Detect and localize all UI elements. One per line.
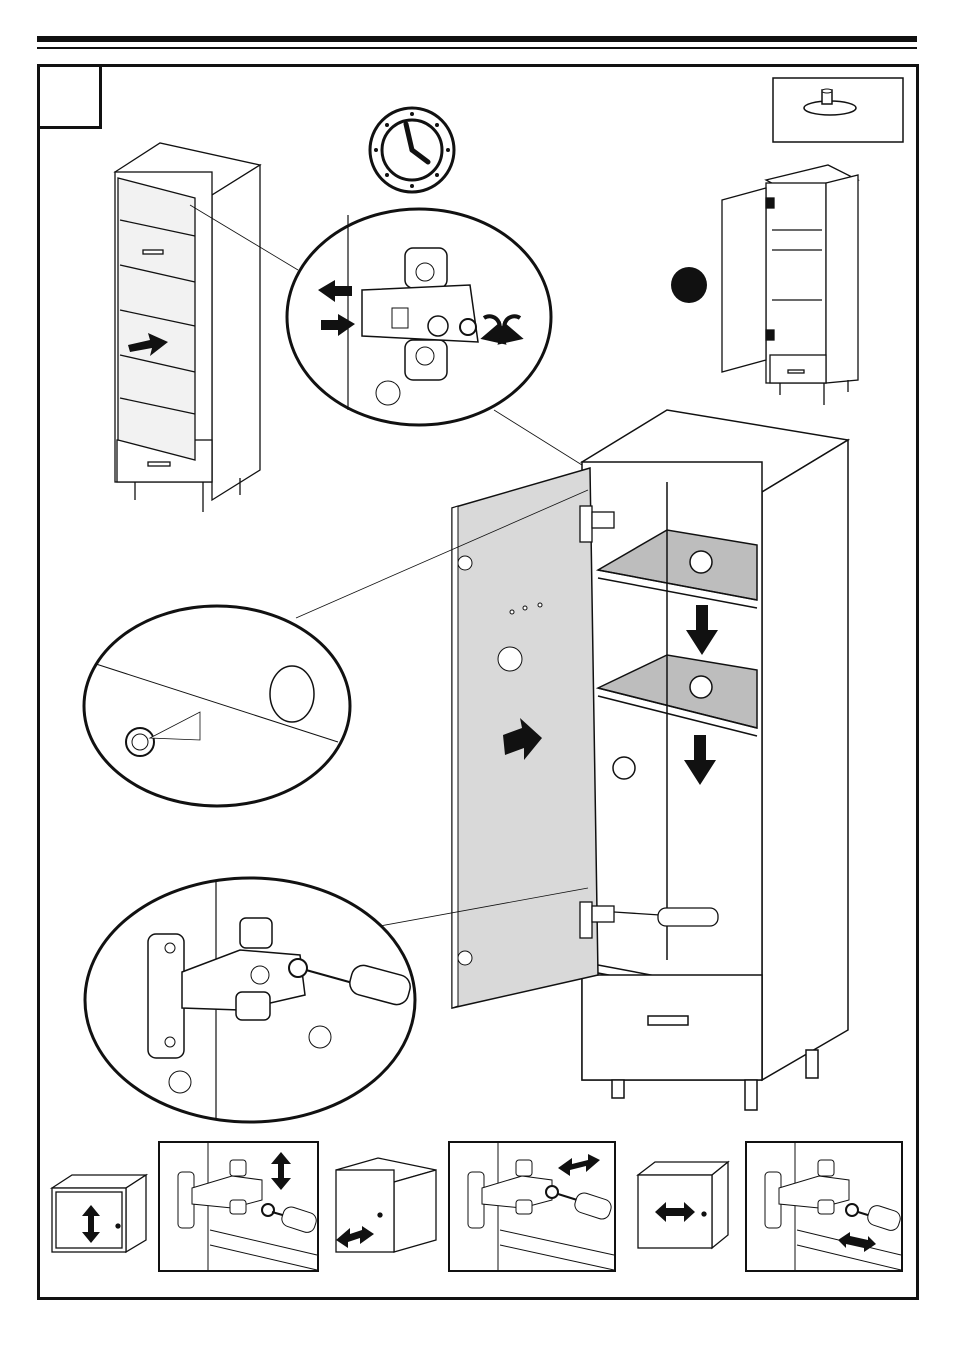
main-cabinet: [579, 409, 851, 1111]
door-hinge-lower: [579, 901, 615, 939]
adjust-cabinet-horizontal: [636, 1160, 730, 1250]
hinge-detail-top: [285, 207, 553, 427]
black-dot-marker-icon: [671, 267, 707, 303]
adjust-hinge-depth: [745, 1141, 903, 1272]
reference-cabinet-closed: [113, 142, 262, 512]
header-rule-thin: [37, 47, 917, 49]
door-hinge-upper: [579, 505, 615, 543]
clock-icon: [368, 106, 456, 194]
instruction-frame: [37, 64, 919, 1300]
adjust-hinge-lateral: [448, 1141, 616, 1272]
hinge-adjust-detail: [83, 876, 417, 1124]
arrow-down-icon: [686, 605, 718, 655]
step-number-box: [37, 64, 102, 129]
screwdriver-main: [613, 907, 719, 927]
adjust-cabinet-vertical: [49, 1173, 149, 1254]
arrow-left-icon: [318, 280, 352, 302]
arrow-right-icon: [321, 314, 355, 336]
arrow-right-icon: [503, 718, 542, 760]
arrow-down-icon: [684, 735, 716, 785]
foot-glide-icon: [772, 77, 904, 143]
header-rule-thick: [37, 36, 917, 42]
cover-cap-detail: [82, 604, 352, 808]
arrow-right-icon: [128, 333, 168, 356]
adjust-hinge-vertical: [158, 1141, 319, 1272]
adjust-cabinet-depth: [335, 1157, 437, 1253]
reference-cabinet-open: [721, 164, 860, 405]
